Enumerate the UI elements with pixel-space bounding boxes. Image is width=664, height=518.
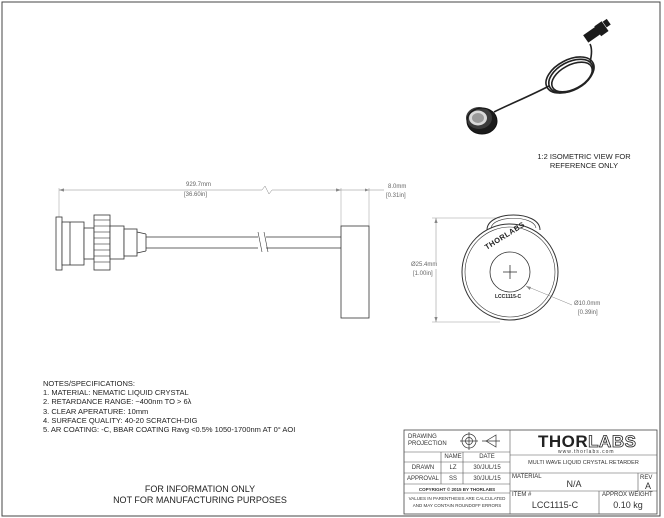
- drawn-date: 30/JUL/15: [473, 465, 501, 471]
- weight-label: APPROX WEIGHT: [602, 492, 653, 498]
- logo-text-labs: LABS: [588, 432, 637, 452]
- rev-label: REV: [640, 475, 653, 481]
- part-face-label: LCC1115-C: [495, 294, 522, 300]
- values-note-1: VALUES IN PARENTHESIS ARE CALCULATED: [408, 496, 506, 501]
- rev-value: A: [644, 481, 651, 491]
- drawn-name: LZ: [449, 465, 457, 471]
- copyright-text: COPYRIGHT © 2015 BY THORLABS: [418, 487, 496, 492]
- thorlabs-logo: THORLABS: [538, 432, 636, 452]
- thickness-dimension-in: [0.31in]: [386, 193, 406, 199]
- note-item-3: 3. CLEAR APERATURE: 10mm: [43, 406, 149, 416]
- diameter-dimension-in: [1.00in]: [413, 271, 433, 278]
- approval-name: SS: [448, 476, 457, 482]
- weight-value: 0.10 kg: [613, 500, 643, 510]
- aperture-dimension-in: [0.39in]: [578, 310, 598, 316]
- disclaimer: FOR INFORMATION ONLY NOT FOR MANUFACTURI…: [100, 484, 300, 506]
- isometric-caption-line-2: REFERENCE ONLY: [549, 161, 619, 170]
- item-value: LCC1115-C: [531, 500, 579, 510]
- item-label: ITEM #: [512, 492, 532, 498]
- diameter-dimension-mm: Ø25.4mm: [411, 262, 438, 269]
- front-view: [432, 214, 573, 323]
- website: www.thorlabs.com: [558, 449, 615, 455]
- approval-label: APPROVAL: [407, 476, 439, 482]
- isometric-caption-line-1: 1:2 ISOMETRIC VIEW FOR: [537, 152, 631, 161]
- length-dimension-in: [36.60in]: [184, 192, 208, 198]
- length-dimension-mm: 929.7mm: [186, 182, 212, 188]
- disclaimer-line-1: FOR INFORMATION ONLY: [144, 484, 256, 494]
- projection-symbol: [460, 432, 500, 450]
- material-value: N/A: [566, 479, 582, 489]
- values-note-2: AND MAY CONTAIN ROUNDOFF ERRORS: [412, 503, 502, 508]
- note-item-2: 2. RETARDANCE RANGE: ~400nm TO > 6λ: [43, 397, 192, 407]
- logo-text-thor: THOR: [538, 432, 589, 451]
- notes-title: NOTES/SPECIFICATIONS:: [43, 379, 135, 388]
- date-header: DATE: [479, 454, 495, 460]
- side-view: [55, 185, 384, 319]
- part-description: MULTI WAVE LIQUID CRYSTAL RETARDER: [528, 460, 639, 466]
- disclaimer-line-2: NOT FOR MANUFACTURING PURPOSES: [113, 495, 287, 505]
- note-item-4: 4. SURFACE QUALITY: 40-20 SCRATCH-DIG: [43, 415, 198, 425]
- name-header: NAME: [444, 454, 462, 460]
- material-label: MATERIAL: [512, 474, 542, 480]
- note-item-1: 1. MATERIAL: NEMATIC LIQUID CRYSTAL: [43, 388, 189, 398]
- isometric-view: [466, 18, 611, 135]
- aperture-dimension-mm: Ø10.0mm: [574, 301, 601, 307]
- note-item-5: 5. AR COATING: -C, BBAR COATING Ravg <0.…: [43, 425, 296, 435]
- approval-date: 30/JUL/15: [473, 476, 501, 482]
- isometric-caption: 1:2 ISOMETRIC VIEW FOR REFERENCE ONLY: [532, 152, 636, 170]
- thickness-dimension-mm: 8.0mm: [388, 184, 407, 190]
- drawing-projection-label: DRAWING PROJECTION: [408, 434, 447, 447]
- title-block-grid: [403, 429, 658, 515]
- notes-block: NOTES/SPECIFICATIONS: 1. MATERIAL: NEMAT…: [43, 379, 295, 434]
- drawn-label: DRAWN: [411, 465, 435, 471]
